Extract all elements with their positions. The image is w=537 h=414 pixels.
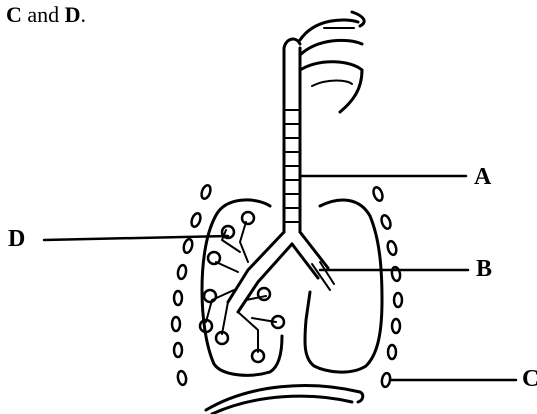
- label-b: B: [476, 256, 492, 283]
- label-a: A: [474, 164, 491, 191]
- ribs-right: [372, 186, 402, 388]
- ribs-left: [172, 184, 212, 386]
- right-bronchus: [292, 232, 334, 290]
- label-d: D: [8, 226, 25, 253]
- leader-line-d: [44, 236, 228, 240]
- diaphragm: [206, 386, 363, 414]
- label-c: C: [522, 366, 537, 393]
- right-lung: [305, 200, 382, 372]
- trachea: [284, 39, 300, 232]
- nasal-cavity: [300, 12, 364, 55]
- oral-cavity: [300, 62, 362, 112]
- left-lung: [202, 200, 282, 375]
